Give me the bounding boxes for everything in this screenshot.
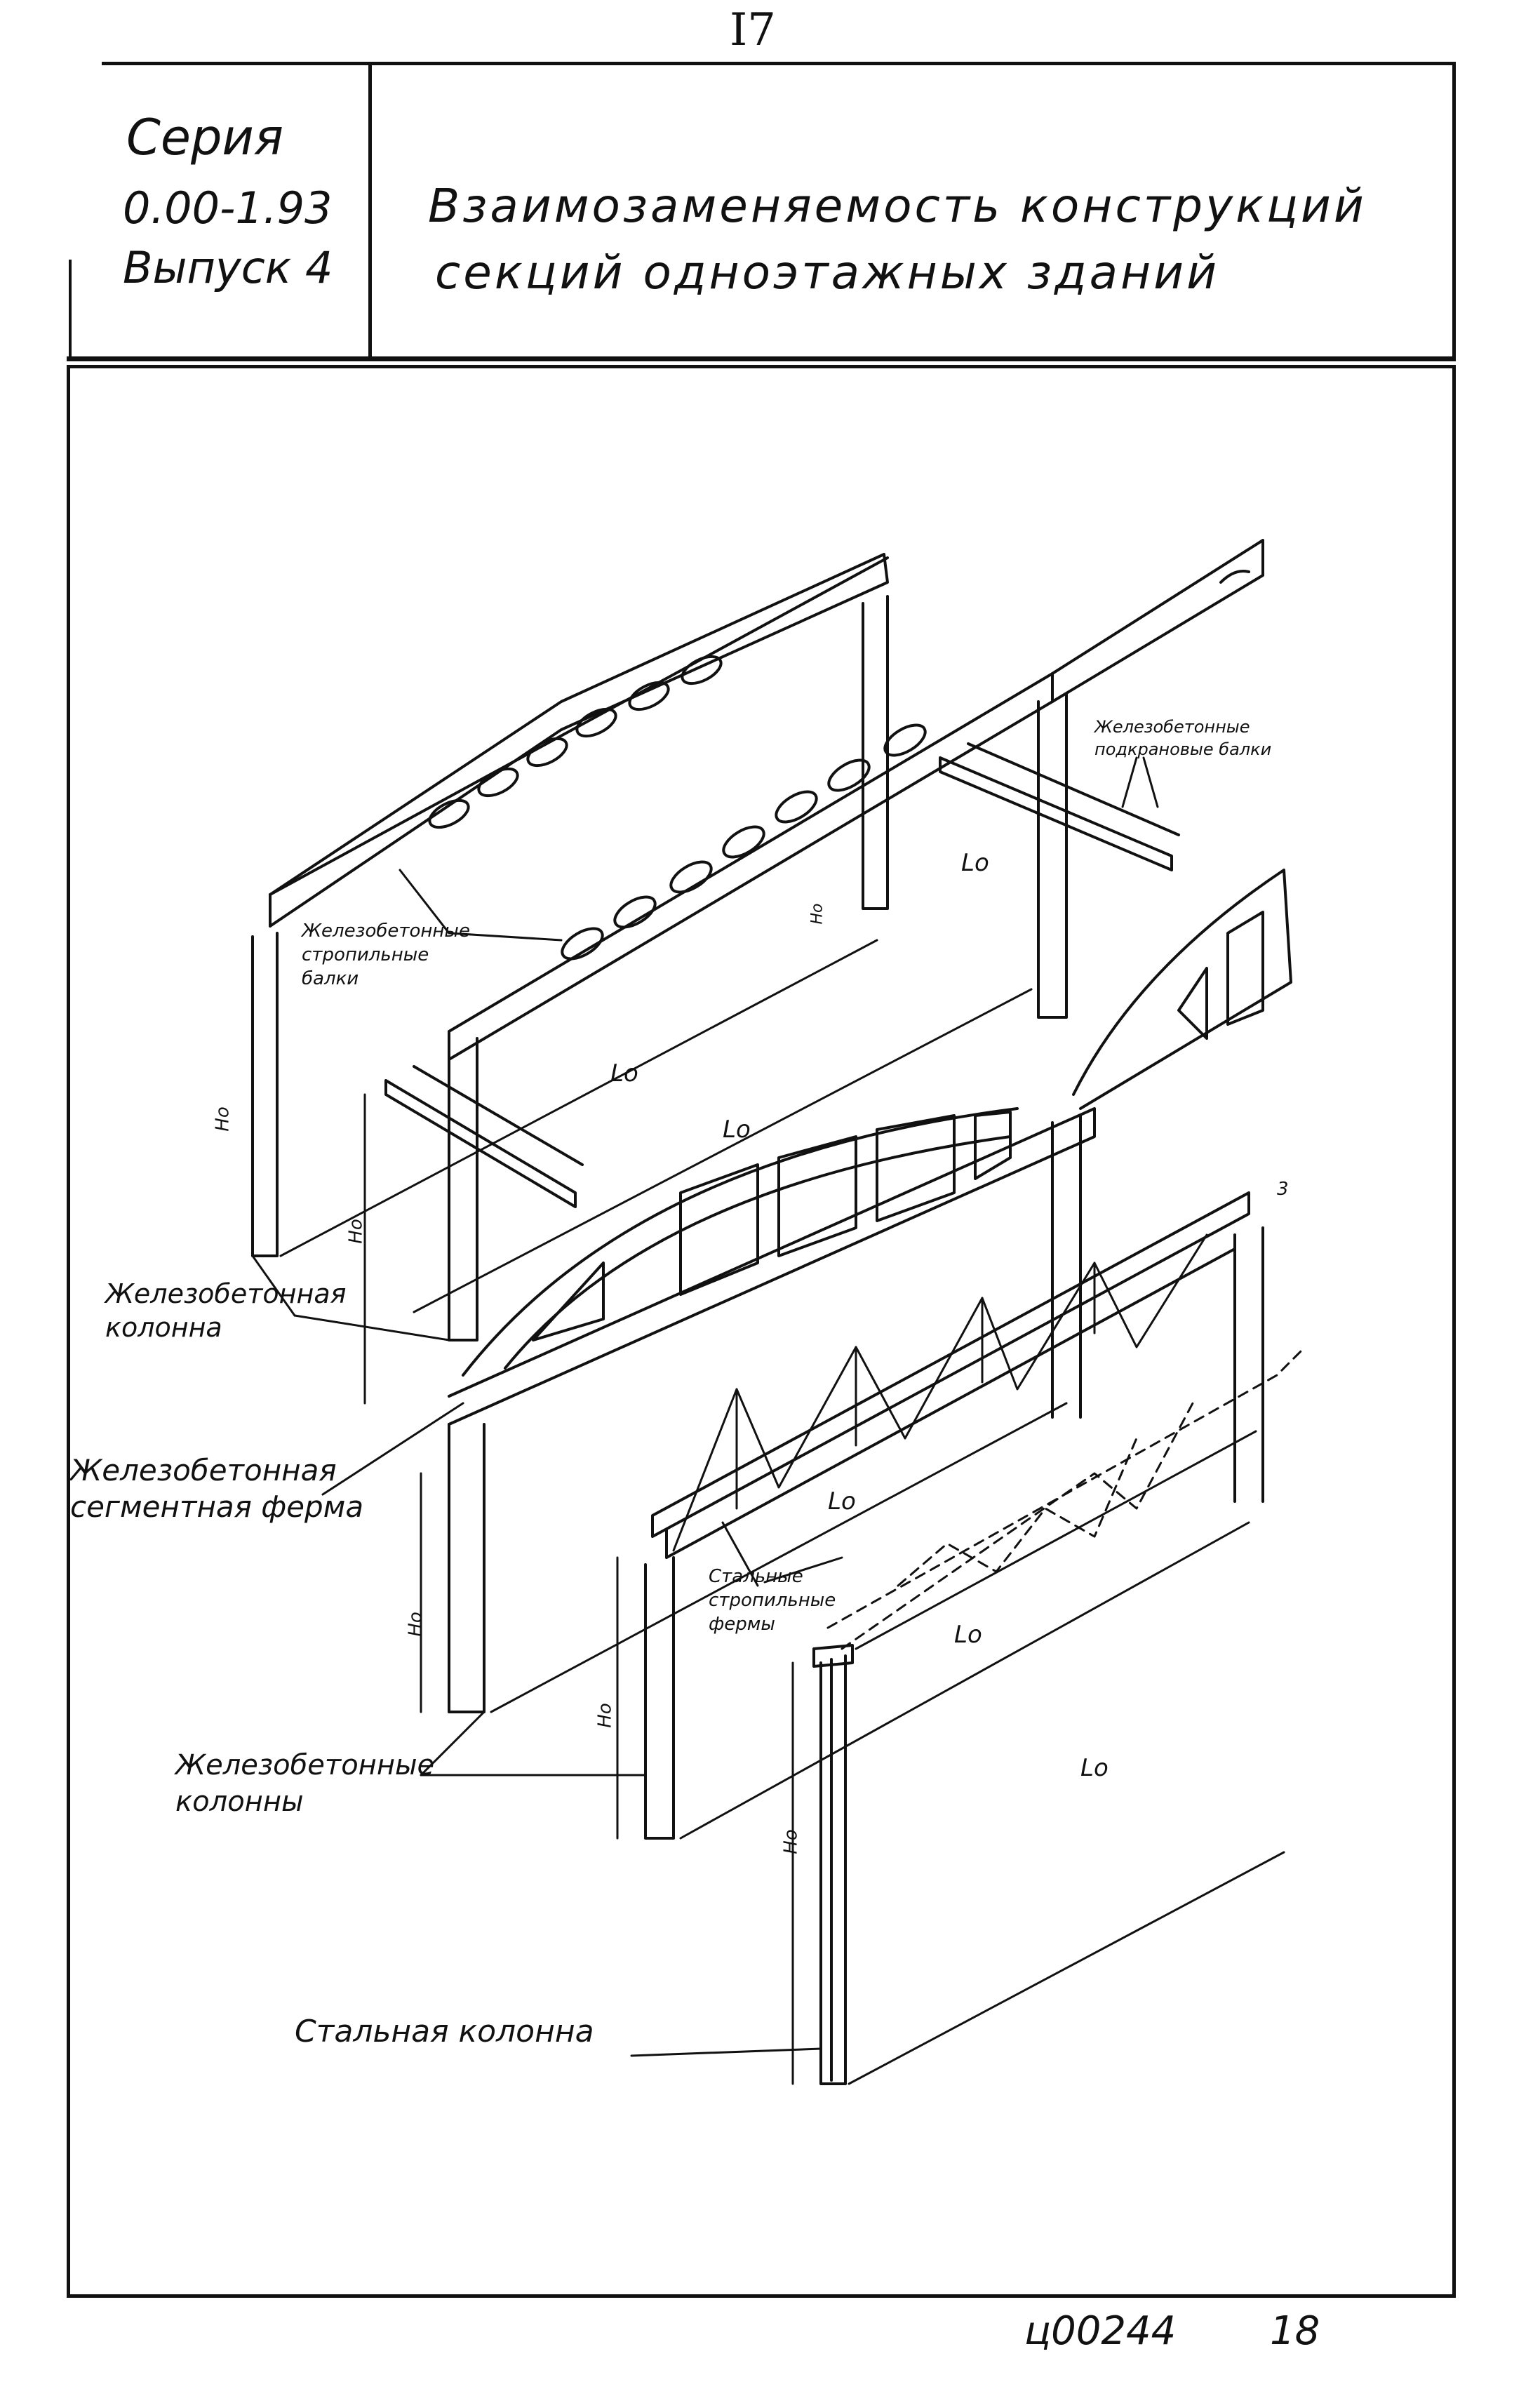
right-rear-beam-openings <box>1219 570 1250 584</box>
title-block-top-line <box>102 62 1456 65</box>
steel-truss-right-column <box>1233 1226 1264 1503</box>
segment-truss-arch <box>462 1107 1019 1377</box>
label-rc-roof-beams: Железобетонные стропильные балки <box>302 921 470 989</box>
leader-lines <box>251 756 1159 2057</box>
steel-truss <box>651 1191 1250 1559</box>
dim-span-5: Lo <box>954 1621 982 1649</box>
dim-span-2: Lo <box>610 1059 638 1088</box>
steel-truss-front-dashed <box>826 1346 1306 1650</box>
dim-number-3: 3 <box>1277 1179 1289 1200</box>
title-line-1: Взаимозаменяемость конструкций <box>428 179 1367 233</box>
front-beam-openings <box>561 723 927 961</box>
dim-height-2: Ho <box>345 1219 367 1244</box>
front-right-column <box>1037 693 1068 1019</box>
steel-truss-left-column <box>644 1556 675 1840</box>
rear-left-column <box>251 932 279 1257</box>
label-rc-columns: Железобетонные колонны <box>175 1749 435 1818</box>
drawing-frame <box>67 365 1456 2298</box>
title-block-left-edge <box>69 260 72 358</box>
series-label: Серия <box>126 109 283 166</box>
steel-column <box>819 1654 847 2085</box>
dim-height-3: Ho <box>405 1612 427 1637</box>
right-segment-truss <box>1072 869 1292 1110</box>
label-rc-crane-beams: Железобетонные подкрановые балки <box>1094 717 1272 759</box>
title-block-right-edge <box>1452 62 1456 356</box>
rear-beam-openings <box>428 655 723 829</box>
steel-truss-web <box>672 1233 1208 1552</box>
segment-truss-bottom <box>448 1107 1096 1426</box>
title-line-2: секций одноэтажных зданий <box>435 246 1219 300</box>
dim-height-5: Ho <box>780 1829 802 1854</box>
dimension-lines <box>279 939 1285 2085</box>
rear-roof-beam <box>269 553 889 928</box>
dim-span-4: Lo <box>828 1487 856 1515</box>
footer-sheet-number: 18 <box>1270 2308 1320 2354</box>
label-rc-segment-truss: Железобетонная сегментная ферма <box>70 1453 364 1524</box>
crane-beam-left <box>384 1065 584 1208</box>
segment-truss-panels <box>532 1111 1012 1341</box>
label-rc-column: Железобетонная колонна <box>105 1278 347 1343</box>
title-block-divider <box>368 62 372 356</box>
segment-right-column <box>1051 1114 1082 1419</box>
dim-span-3: Lo <box>723 1116 751 1144</box>
footer-sheet-code: ц00244 <box>1024 2308 1177 2354</box>
issue-number: Выпуск 4 <box>123 242 333 293</box>
right-rear-beam <box>1051 539 1264 703</box>
page-number: I7 <box>730 4 776 56</box>
segment-left-column <box>448 1423 486 1713</box>
crane-beam-right <box>939 742 1180 871</box>
rear-right-column <box>862 595 889 910</box>
label-steel-trusses: Стальные стропильные фермы <box>709 1566 836 1635</box>
title-block-bottom-line <box>67 356 1456 361</box>
dim-span-1: Lo <box>961 849 989 877</box>
dim-height-4: Ho <box>594 1703 616 1728</box>
series-code: 0.00-1.93 <box>123 182 333 234</box>
dim-crane-height: Ho <box>808 903 826 925</box>
front-left-column <box>448 1037 478 1341</box>
dim-span-6: Lo <box>1080 1754 1109 1782</box>
label-steel-column: Стальная колонна <box>295 2014 594 2049</box>
steel-column-top <box>812 1644 854 1668</box>
dim-height-1: Ho <box>212 1106 234 1132</box>
